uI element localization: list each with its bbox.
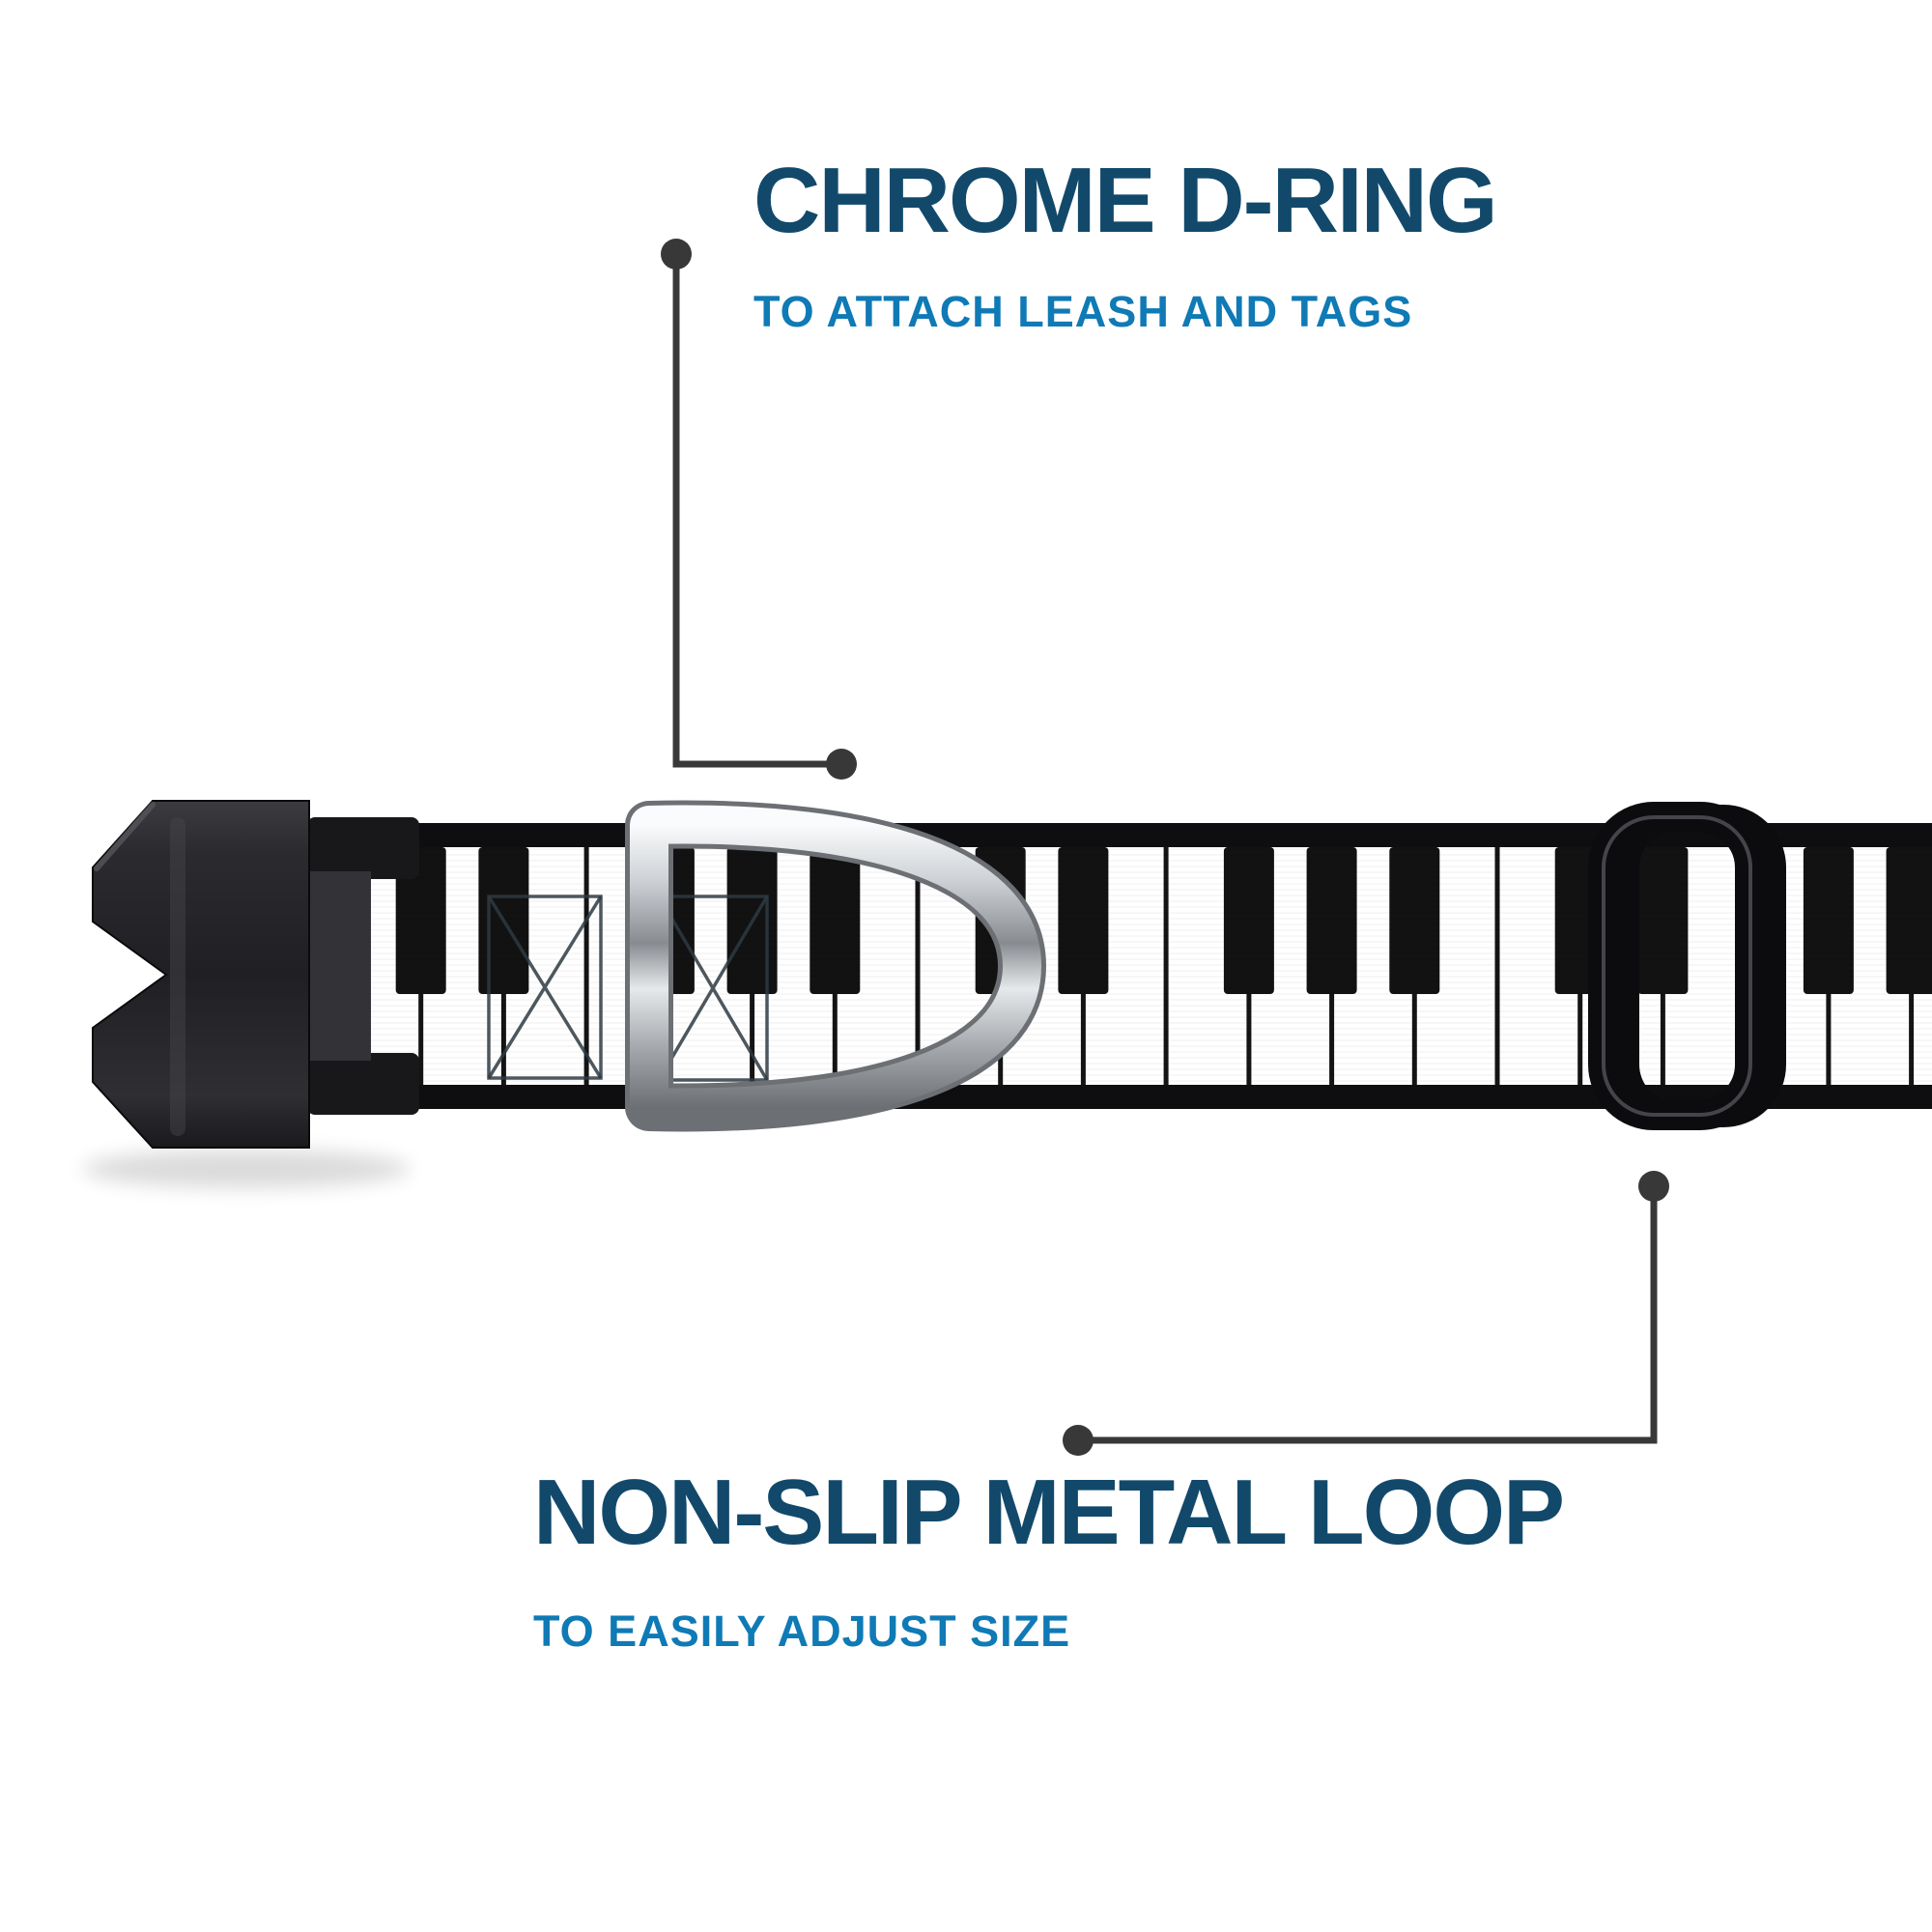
buckle-sheen xyxy=(170,817,185,1136)
loop-callout-dot-text xyxy=(1063,1425,1094,1456)
buckle-shadow xyxy=(82,1150,411,1188)
loop-callout: NON-SLIP METAL LOOP TO EASILY ADJUST SIZ… xyxy=(533,1461,1565,1657)
dring-callout-subtitle: TO ATTACH LEASH AND TAGS xyxy=(753,286,1413,336)
dring-callout: CHROME D-RING TO ATTACH LEASH AND TAGS xyxy=(753,149,1498,337)
loop-callout-subtitle: TO EASILY ADJUST SIZE xyxy=(533,1605,1071,1656)
d-ring-chrome xyxy=(630,805,1041,1127)
loop-callout-connector xyxy=(1063,1171,1669,1456)
plastic-buckle xyxy=(92,800,419,1149)
dring-callout-connector xyxy=(661,239,857,780)
metal-loop xyxy=(1588,802,1786,1130)
buckle-bottom-bar xyxy=(307,1053,419,1115)
dring-callout-dot-text xyxy=(661,239,692,270)
strap-weave-texture xyxy=(338,847,1932,1085)
collar-strap xyxy=(338,823,1932,1109)
buckle-body xyxy=(92,800,310,1149)
metal-loop-highlight xyxy=(1602,815,1752,1117)
buckle-recess xyxy=(307,871,371,1061)
buckle-top-bar xyxy=(307,817,419,879)
sketch-mark-left xyxy=(487,895,603,1080)
dring-callout-title: CHROME D-RING xyxy=(753,149,1498,252)
buckle-highlight xyxy=(94,802,156,871)
dring-callout-dot-part xyxy=(826,749,857,780)
d-ring xyxy=(625,800,1046,1132)
loop-callout-dot-part xyxy=(1638,1171,1669,1202)
loop-callout-title: NON-SLIP METAL LOOP xyxy=(533,1461,1565,1564)
